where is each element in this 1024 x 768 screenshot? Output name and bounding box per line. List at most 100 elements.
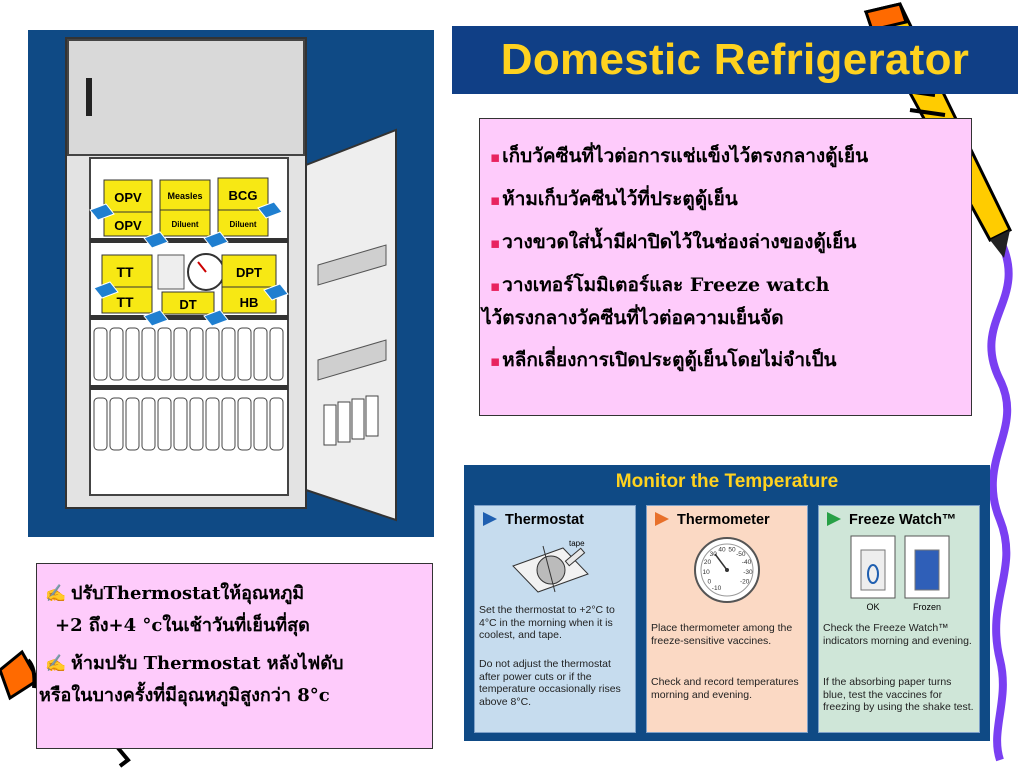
water-bottles-row xyxy=(93,327,284,381)
writing-hand-icon: ✍ xyxy=(45,584,67,604)
title-banner: Domestic Refrigerator xyxy=(452,26,1018,94)
refrigerator-illustration: OPV OPV Measles Diluent BCG Diluent TT xyxy=(28,30,434,537)
water-bottle xyxy=(253,397,268,451)
water-bottle xyxy=(173,397,188,451)
water-bottle xyxy=(173,327,188,381)
dial-tick-label: -30 xyxy=(743,569,753,576)
vaccine-box-dt: DT xyxy=(161,291,215,315)
page-title: Domestic Refrigerator xyxy=(500,35,970,84)
dial-tick-label: -10 xyxy=(712,585,722,592)
water-bottle xyxy=(237,327,252,381)
water-bottle xyxy=(221,397,236,451)
svg-text:Measles: Measles xyxy=(167,191,202,201)
svg-text:DT: DT xyxy=(179,297,196,312)
note-line: หรือในบางครั้งที่มีอุณหภูมิสูงกว่า 8°c xyxy=(39,685,330,706)
freezer-handle xyxy=(86,78,92,116)
card-heading: Freeze Watch™ xyxy=(819,512,979,528)
water-bottle xyxy=(125,327,140,381)
squiggle-line-right xyxy=(987,238,1013,762)
air-flow-arrows xyxy=(89,201,289,327)
vaccine-box-dpt: DPT HB xyxy=(221,254,277,314)
freeze-watch-indicators-icon: OK Frozen xyxy=(850,535,950,612)
storage-guidelines-box: ▪เก็บวัคซีนที่ไวต่อการแช่แข็งไว้ตรงกลางต… xyxy=(479,118,972,416)
svg-text:BCG: BCG xyxy=(229,188,258,203)
water-bottles-row xyxy=(93,397,284,451)
list-item: ▪ห้ามเก็บวัคซีนไว้ที่ประตูตู้เย็น xyxy=(490,188,738,210)
thermostat-notes-box: ✍ปรับThermostatให้อุณหภูมิ +2 ถึง+4 °cใน… xyxy=(36,563,433,749)
svg-text:TT: TT xyxy=(116,294,134,310)
vaccine-box-measles: Measles Diluent xyxy=(159,179,211,237)
monitor-title: Monitor the Temperature xyxy=(615,471,839,492)
monitor-temperature-panel: Monitor the Temperature Thermostat tape … xyxy=(464,465,990,741)
thermostat-card: Thermostat tape Set the thermostat to +2… xyxy=(474,505,636,733)
note-line: +2 ถึง+4 °cในเช้าวันที่เย็นที่สุด xyxy=(55,615,310,636)
air-arrow-icon xyxy=(257,201,283,219)
water-bottle xyxy=(189,327,204,381)
dial-tick-label: 30 xyxy=(710,551,718,558)
air-arrow-icon xyxy=(203,309,229,327)
vaccine-box-bcg: BCG Diluent xyxy=(217,177,269,237)
dial-tick-label: -20 xyxy=(740,578,750,585)
bullet-icon: ▪ xyxy=(490,148,501,166)
list-item: ▪เก็บวัคซีนที่ไวต่อการแช่แข็งไว้ตรงกลางต… xyxy=(490,145,869,167)
water-bottle xyxy=(221,327,236,381)
svg-text:TT: TT xyxy=(116,264,134,280)
bullet-icon: ▪ xyxy=(490,277,501,295)
dial-tick-label: 10 xyxy=(702,569,710,576)
water-bottle xyxy=(189,397,204,451)
water-bottle xyxy=(269,397,284,451)
fridge-thermometer-icon xyxy=(157,253,225,291)
water-bottle xyxy=(93,397,108,451)
svg-text:DPT: DPT xyxy=(236,265,262,280)
thermostat-dial-icon: tape xyxy=(512,539,589,593)
svg-text:Diluent: Diluent xyxy=(171,220,198,229)
writing-hand-icon: ✍ xyxy=(45,654,67,674)
note-line: ✍ปรับThermostatให้อุณหภูมิ xyxy=(45,583,305,604)
svg-text:HB: HB xyxy=(240,295,259,310)
triangle-icon xyxy=(655,512,669,526)
water-bottle xyxy=(125,397,140,451)
dial-tick-label: 0 xyxy=(707,578,711,585)
card-heading: Thermometer xyxy=(647,512,807,528)
svg-text:Frozen: Frozen xyxy=(913,602,941,612)
air-arrow-icon xyxy=(93,281,119,299)
water-bottle xyxy=(93,327,108,381)
dial-tick-label: 20 xyxy=(704,559,712,566)
dial-tick-label: -40 xyxy=(742,559,752,566)
water-bottle xyxy=(109,397,124,451)
freeze-watch-card: Freeze Watch™ OK Frozen Check the Freeze… xyxy=(818,505,980,733)
svg-text:tape: tape xyxy=(569,539,585,548)
list-item: ▪หลีกเลี่ยงการเปิดประตูตู้เย็นโดยไม่จำเป… xyxy=(490,349,837,371)
dial-tick-label: -50 xyxy=(736,551,746,558)
svg-text:Diluent: Diluent xyxy=(229,220,256,229)
air-arrow-icon xyxy=(263,283,289,301)
card-heading: Thermostat xyxy=(475,512,635,528)
note-line: ✍ห้ามปรับ Thermostat หลังไฟดับ xyxy=(45,653,344,674)
water-bottle xyxy=(269,327,284,381)
water-bottle xyxy=(157,397,172,451)
triangle-icon xyxy=(827,512,841,526)
bullet-icon: ▪ xyxy=(490,352,501,370)
svg-text:OPV: OPV xyxy=(114,218,142,233)
water-bottle xyxy=(253,327,268,381)
bullet-icon: ▪ xyxy=(490,191,501,209)
dial-tick-label: 40 xyxy=(718,547,726,554)
svg-text:OPV: OPV xyxy=(114,190,142,205)
air-arrow-icon xyxy=(143,231,169,249)
list-item-continuation: ไว้ตรงกลางวัคซีนที่ไวต่อความเย็นจัด xyxy=(482,307,784,329)
water-bottle xyxy=(141,327,156,381)
triangle-icon xyxy=(483,512,497,526)
water-bottle xyxy=(157,327,172,381)
list-item: ▪วางขวดใส่น้ำมีฝาปิดไว้ในช่องล่างของตู้เ… xyxy=(490,231,857,253)
water-bottle xyxy=(205,397,220,451)
vaccine-box-opv: OPV OPV xyxy=(103,179,153,237)
water-bottle xyxy=(141,397,156,451)
water-bottle xyxy=(205,327,220,381)
list-item: ▪วางเทอร์โมมิเตอร์และ Freeze watch xyxy=(490,274,830,296)
bullet-icon: ▪ xyxy=(490,234,501,252)
air-arrow-icon xyxy=(143,309,169,327)
water-bottle xyxy=(109,327,124,381)
svg-text:OK: OK xyxy=(866,602,879,612)
